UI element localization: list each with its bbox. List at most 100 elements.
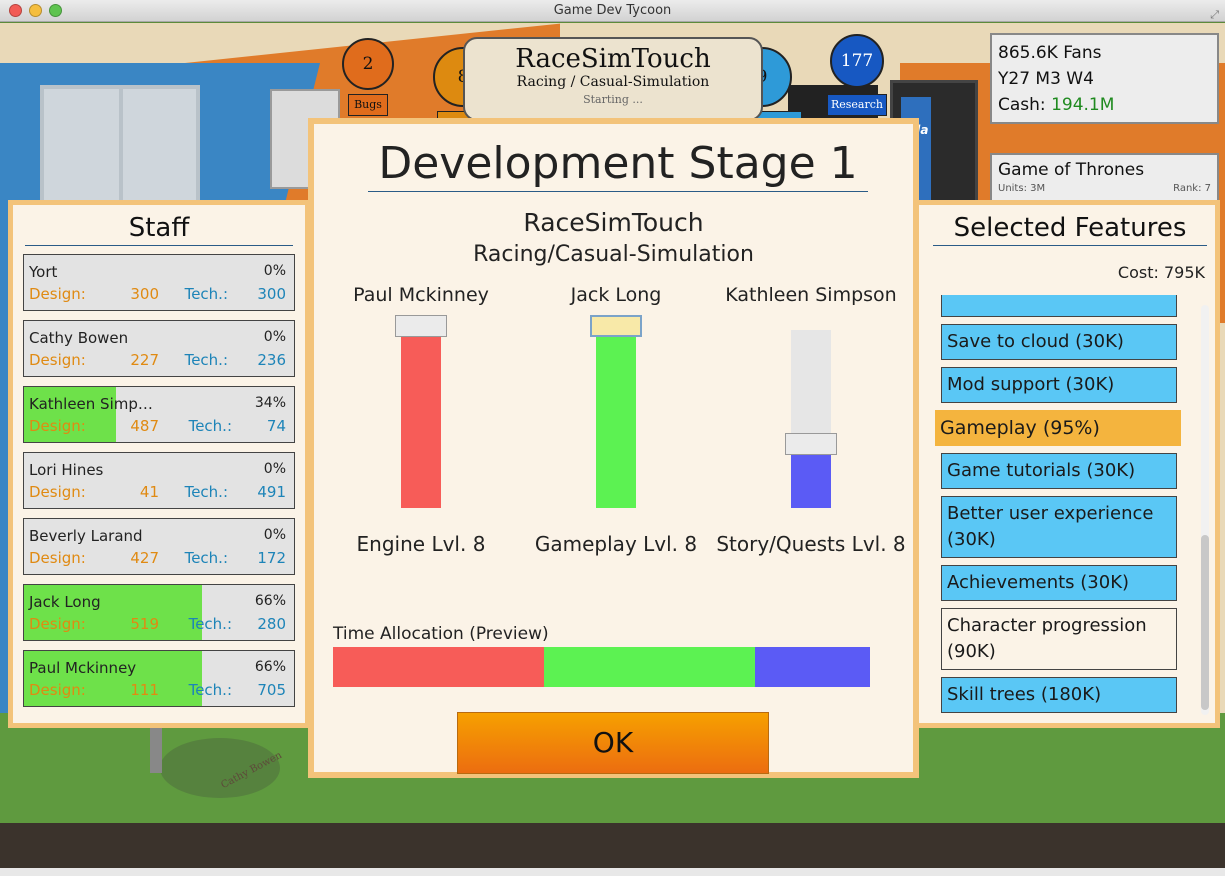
focus-column-story: Kathleen Simpson Story/Quests Lvl. 8	[711, 284, 911, 556]
features-scrollbar[interactable]	[1201, 305, 1209, 715]
feature-item[interactable]: Skill trees (180K)	[941, 677, 1177, 713]
feature-item[interactable]: Mod support (30K)	[941, 367, 1177, 403]
released-game-units: Units: 3M	[998, 183, 1046, 194]
dialog-title: Development Stage 1	[368, 138, 868, 192]
focus-column-gameplay: Jack Long Gameplay Lvl. 8	[516, 284, 716, 556]
selected-features-panel: Selected Features Cost: 795K Save to clo…	[914, 200, 1220, 728]
time-allocation-segment	[544, 647, 756, 687]
company-stats: 865.6K Fans Y27 M3 W4 Cash: 194.1M	[990, 33, 1219, 124]
features-scroll-area[interactable]: Save to cloud (30K) Mod support (30K) Game…	[933, 295, 1193, 720]
staff-design-value: 300	[130, 285, 159, 303]
features-panel-title: Selected Features	[933, 213, 1207, 246]
staff-tech-label: Tech.:	[188, 681, 232, 699]
story-slider-fill	[791, 455, 831, 508]
staff-percent: 0%	[263, 329, 286, 345]
engine-slider-fill	[401, 337, 441, 508]
staff-percent: 0%	[263, 527, 286, 543]
features-cost: Cost: 795K	[1117, 263, 1205, 282]
time-allocation-segment	[333, 647, 545, 687]
minimize-window-button[interactable]	[29, 4, 42, 17]
bugs-label: Bugs	[348, 94, 388, 116]
gameplay-slider-fill	[596, 337, 636, 508]
chair	[150, 723, 162, 773]
story-slider-handle[interactable]	[785, 433, 837, 455]
column-staff-name: Jack Long	[570, 284, 662, 306]
gameplay-slider[interactable]	[590, 315, 642, 508]
time-allocation-bar	[333, 647, 870, 687]
staff-name: Yort	[29, 263, 58, 281]
feature-item-partial[interactable]	[941, 295, 1177, 317]
staff-name: Jack Long	[29, 593, 101, 611]
staff-panel-title: Staff	[25, 213, 293, 246]
features-scroll-thumb[interactable]	[1201, 535, 1209, 710]
window-title: Game Dev Tycoon	[553, 3, 672, 18]
floor-bottom	[0, 868, 1225, 876]
staff-progress-fill	[24, 585, 203, 640]
floor-edge	[0, 823, 1225, 868]
staff-design-value: 487	[130, 417, 159, 435]
staff-design-value: 519	[130, 615, 159, 633]
focus-column-engine: Paul Mckinney Engine Lvl. 8	[321, 284, 521, 556]
staff-percent: 0%	[263, 461, 286, 477]
time-allocation-label: Time Allocation (Preview)	[333, 624, 549, 644]
released-game-card[interactable]: Game of Thrones Units: 3M Rank: 7	[990, 153, 1219, 205]
staff-design-label: Design:	[29, 615, 86, 633]
staff-design-value: 111	[130, 681, 159, 699]
cash-row: Cash: 194.1M	[998, 92, 1211, 118]
column-staff-name: Kathleen Simpson	[725, 284, 897, 306]
staff-name: Lori Hines	[29, 461, 104, 479]
column-staff-name: Paul Mckinney	[353, 284, 489, 306]
ok-button[interactable]: OK	[457, 712, 769, 774]
staff-tech-value: 74	[266, 417, 286, 435]
zoom-window-button[interactable]	[49, 4, 62, 17]
bugs-counter: 2	[342, 38, 394, 90]
staff-tech-value: 300	[257, 285, 286, 303]
staff-tech-label: Tech.:	[188, 417, 232, 435]
engine-slider[interactable]	[395, 315, 447, 508]
development-stage-dialog: Development Stage 1 RaceSimTouch Racing/…	[308, 118, 919, 778]
staff-design-label: Design:	[29, 483, 86, 501]
staff-tech-value: 172	[257, 549, 286, 567]
close-window-button[interactable]	[9, 4, 22, 17]
feature-item[interactable]: Save to cloud (30K)	[941, 324, 1177, 360]
engine-slider-handle[interactable]	[395, 315, 447, 337]
staff-name: Cathy Bowen	[29, 329, 129, 347]
header-game-name: RaceSimTouch	[515, 44, 711, 74]
column-area-label: Story/Quests Lvl. 8	[716, 532, 906, 556]
feature-item[interactable]: Better user experience (30K)	[941, 496, 1177, 558]
staff-design-label: Design:	[29, 549, 86, 567]
staff-name: Paul Mckinney	[29, 659, 137, 677]
feature-category-header[interactable]: Gameplay (95%)	[935, 410, 1181, 446]
fans-count: 865.6K Fans	[998, 43, 1102, 63]
fullscreen-icon[interactable]: ⤢	[1210, 8, 1219, 21]
game-date: Y27 M3 W4	[998, 69, 1094, 89]
feature-item[interactable]: Achievements (30K)	[941, 565, 1177, 601]
gameplay-slider-handle[interactable]	[590, 315, 642, 337]
staff-tech-value: 280	[257, 615, 286, 633]
cash-label: Cash:	[998, 95, 1046, 115]
dialog-game-name: RaceSimTouch	[523, 208, 704, 237]
staff-tech-label: Tech.:	[184, 549, 228, 567]
feature-item[interactable]: Character progression (90K)	[941, 608, 1177, 670]
feature-item[interactable]: Game tutorials (30K)	[941, 453, 1177, 489]
staff-design-label: Design:	[29, 417, 86, 435]
staff-design-label: Design:	[29, 351, 86, 369]
staff-progress-fill	[24, 651, 203, 706]
column-area-label: Gameplay Lvl. 8	[534, 532, 698, 556]
staff-design-label: Design:	[29, 681, 86, 699]
story-slider[interactable]	[785, 330, 837, 508]
staff-percent: 34%	[254, 395, 286, 411]
staff-name: Kathleen Simp…	[29, 395, 153, 413]
research-points-counter: 177	[830, 34, 884, 88]
cash-value: 194.1M	[1051, 95, 1115, 115]
header-game-genre: Racing / Casual-Simulation	[516, 74, 710, 90]
staff-card[interactable]: Kathleen Simp… 34% Design: 487 Tech.: 74	[23, 386, 295, 443]
